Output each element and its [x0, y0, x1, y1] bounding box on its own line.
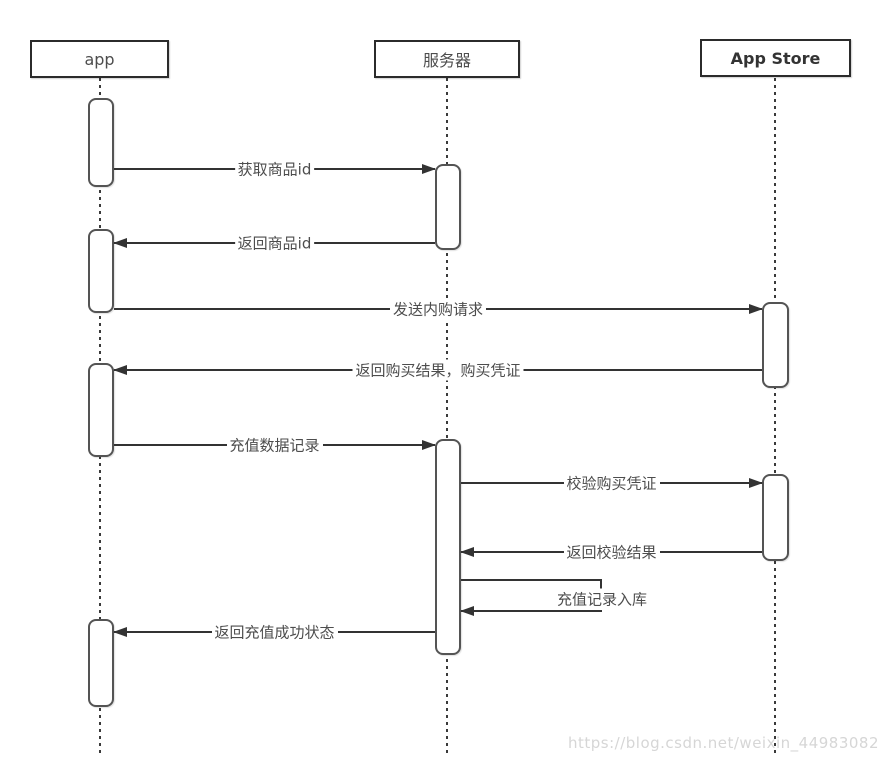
- actor-server-label: 服务器: [422, 51, 471, 70]
- self-message-return-line: [460, 606, 602, 616]
- activation-appstore-1: [762, 302, 789, 388]
- message-label: 返回充值成功状态: [211, 621, 338, 643]
- message-return-success-status: 返回充值成功状态: [113, 621, 435, 643]
- self-message-stub: [600, 579, 602, 589]
- message-label: 返回校验结果: [563, 541, 660, 563]
- message-label: 充值记录入库: [554, 588, 650, 610]
- arrowhead-left-icon: [460, 606, 474, 616]
- arrowhead-left-icon: [460, 547, 474, 557]
- activation-app-1: [88, 98, 114, 187]
- message-recharge-data-record: 充值数据记录: [114, 434, 436, 456]
- actor-appstore: App Store: [700, 39, 851, 77]
- activation-app-4: [88, 619, 114, 707]
- arrowhead-right-icon: [422, 164, 436, 174]
- actor-app-label: app: [84, 49, 115, 69]
- message-verify-receipt: 校验购买凭证: [461, 472, 763, 494]
- self-message-out-line: [461, 579, 602, 581]
- message-label: 发送内购请求: [389, 298, 487, 320]
- activation-appstore-2: [762, 474, 789, 561]
- lifeline-appstore: [774, 78, 776, 756]
- watermark-url: https://blog.csdn.net/weixin_44983082: [567, 734, 879, 752]
- arrowhead-left-icon: [113, 238, 127, 248]
- message-label: 充值数据记录: [226, 434, 323, 456]
- message-return-purchase-result: 返回购买结果，购买凭证: [113, 359, 762, 381]
- message-return-product-id: 返回商品id: [113, 232, 435, 254]
- activation-app-3: [88, 363, 114, 457]
- activation-server-2: [435, 439, 461, 655]
- message-return-verify-result: 返回校验结果: [460, 541, 762, 563]
- message-label: 返回购买结果，购买凭证: [352, 359, 524, 381]
- arrowhead-right-icon: [422, 440, 436, 450]
- message-get-product-id: 获取商品id: [114, 158, 436, 180]
- activation-server-1: [435, 164, 461, 250]
- message-label: 获取商品id: [234, 158, 315, 180]
- message-label: 返回商品id: [234, 232, 315, 254]
- lifeline-server: [446, 78, 448, 756]
- activation-app-2: [88, 229, 114, 313]
- arrowhead-left-icon: [113, 365, 127, 375]
- arrowhead-left-icon: [113, 627, 127, 637]
- message-label: 校验购买凭证: [563, 472, 660, 494]
- actor-server: 服务器: [374, 40, 520, 78]
- arrowhead-right-icon: [749, 478, 763, 488]
- actor-appstore-label: App Store: [730, 48, 821, 68]
- actor-app: app: [30, 40, 169, 78]
- message-send-iap-request: 发送内购请求: [114, 298, 763, 320]
- arrowhead-right-icon: [749, 304, 763, 314]
